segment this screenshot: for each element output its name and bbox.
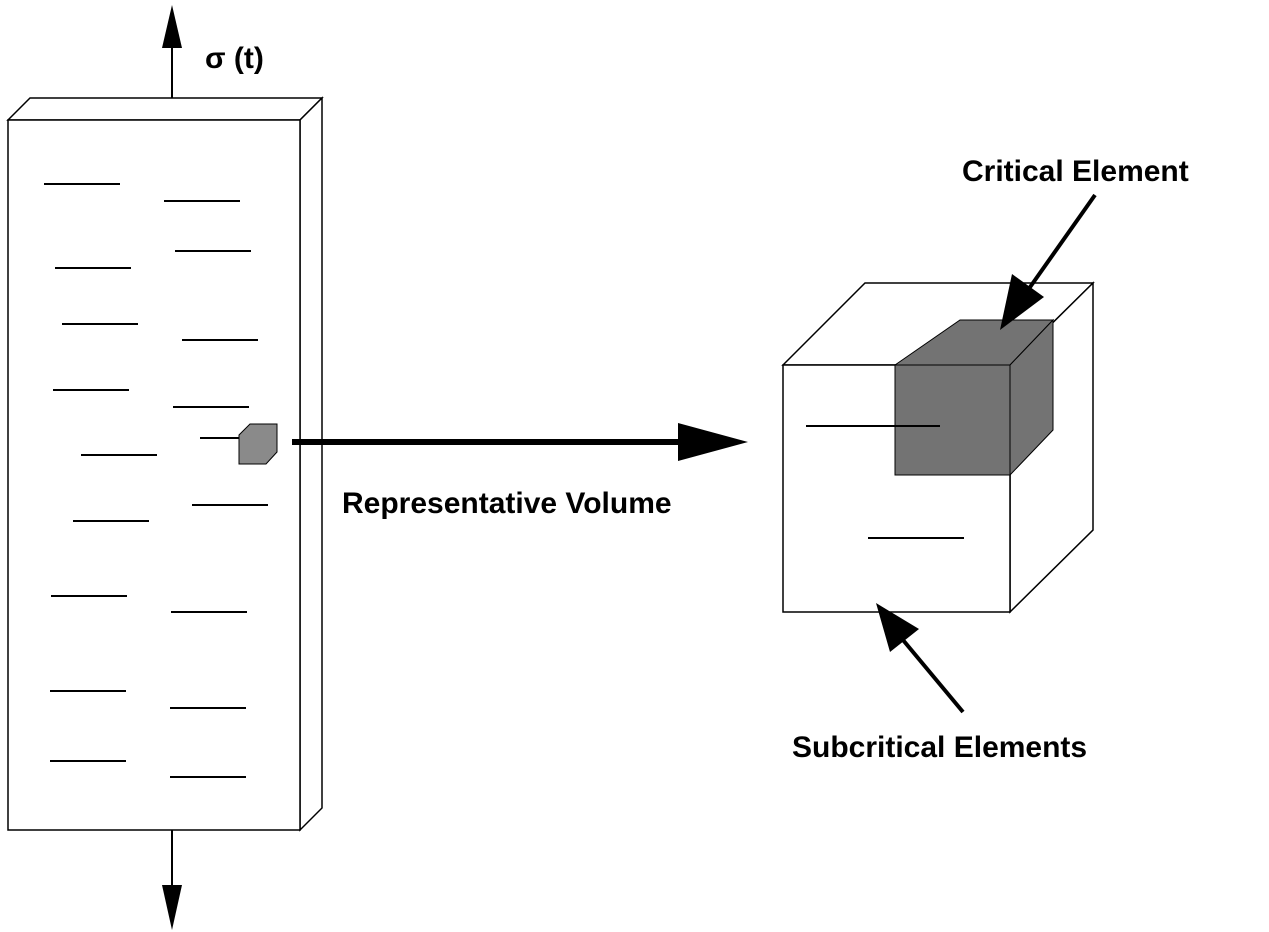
specimen-front-face <box>7 119 301 831</box>
critical-front-face <box>894 364 1011 476</box>
critical-element-label: Critical Element <box>962 155 1189 188</box>
rve-marker <box>238 423 278 465</box>
representative-volume-label: Representative Volume <box>342 487 672 520</box>
specimen-side-face <box>299 96 323 832</box>
rve-arrow <box>292 423 748 461</box>
specimen-top-face <box>6 97 324 121</box>
critical-element-cube <box>893 318 1055 477</box>
subcritical-elements-label: Subcritical Elements <box>792 731 1087 764</box>
critical-element-arrow <box>1000 193 1097 330</box>
specimen-cracks <box>44 183 276 778</box>
top-load-arrow <box>162 5 182 108</box>
specimen-bar <box>6 96 324 832</box>
subcritical-elements-arrow <box>876 603 965 714</box>
stress-label: σ (t) <box>205 42 264 75</box>
bottom-load-arrow <box>162 830 182 930</box>
